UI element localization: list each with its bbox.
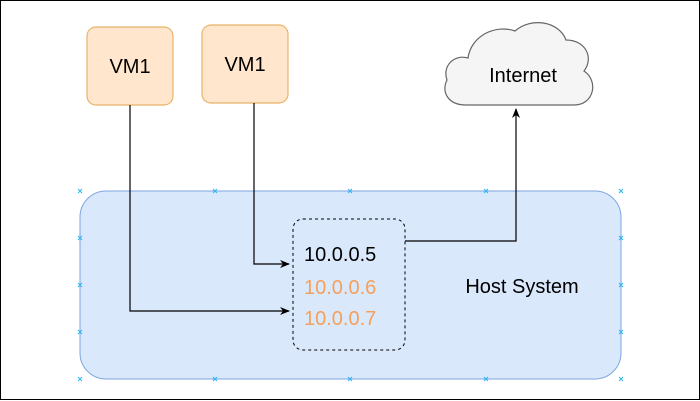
edge-ip-1-to-internet[interactable] <box>405 108 520 242</box>
edge-vm-right-to-ip-1[interactable] <box>253 103 290 268</box>
vm-right-shape <box>201 24 289 104</box>
edge-vm-left-to-ip-3[interactable] <box>129 105 290 315</box>
vm-right-label: VM1 <box>224 54 265 76</box>
ip-address-3: 10.0.0.7 <box>304 308 376 330</box>
ip-address-2: 10.0.0.6 <box>304 277 376 299</box>
vm-node-right[interactable]: VM1 <box>201 24 289 104</box>
vm-left-label: VM1 <box>109 56 150 78</box>
ip-address-box <box>292 218 406 351</box>
host-selection-handles[interactable] <box>77 188 624 382</box>
cloud-icon <box>444 22 594 106</box>
host-system-label: Host System <box>465 276 578 298</box>
internet-label: Internet <box>489 65 557 87</box>
internet-cloud-node[interactable]: Internet <box>444 22 594 106</box>
ip-address-group[interactable]: 10.0.0.5 10.0.0.6 10.0.0.7 <box>292 218 406 351</box>
ip-address-1: 10.0.0.5 <box>304 244 376 266</box>
vm-node-left[interactable]: VM1 <box>86 26 174 106</box>
